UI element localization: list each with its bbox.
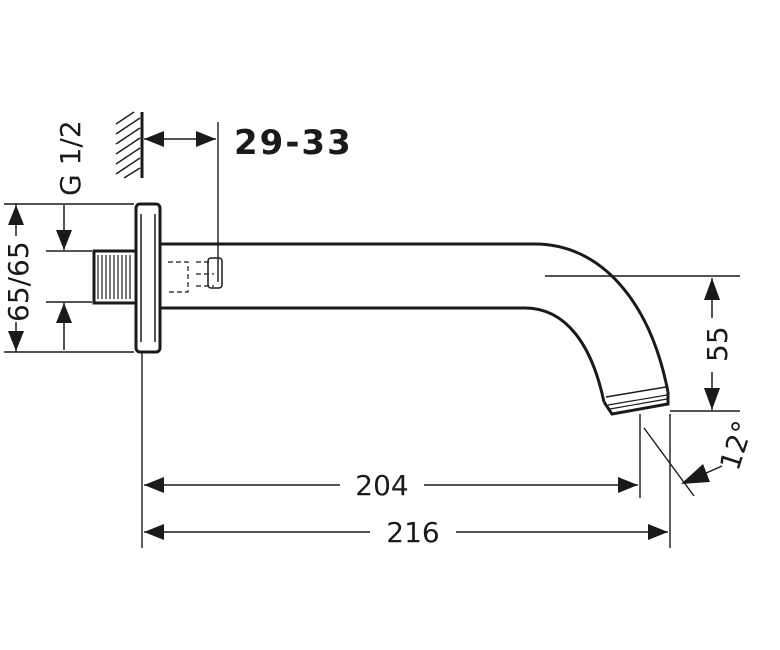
outlet-height-dimension: 55 <box>545 275 740 412</box>
rosette <box>134 202 162 354</box>
length-inner-label: 204 <box>355 469 408 502</box>
angle-label: 12° <box>713 417 760 474</box>
height-pair-label: 65/65 <box>2 241 35 322</box>
set-screw-hidden-detail <box>168 257 223 293</box>
wall-offset-dimension: 29-33 <box>144 122 353 282</box>
length-inner-dimension: 204 <box>141 352 638 548</box>
thread-label: G 1/2 <box>54 120 87 196</box>
wall-offset-label: 29-33 <box>234 123 353 163</box>
length-total-label: 216 <box>386 516 439 549</box>
length-total-dimension: 216 <box>144 414 671 549</box>
height-pair-dimension: 65/65 <box>2 203 134 353</box>
angle-dimension: 12° <box>639 414 760 498</box>
outlet-height-label: 55 <box>701 326 734 362</box>
threaded-connector <box>92 249 138 305</box>
thread-dimension: G 1/2 <box>46 120 92 350</box>
wall-hatch <box>115 111 144 179</box>
spout-body <box>160 242 670 416</box>
